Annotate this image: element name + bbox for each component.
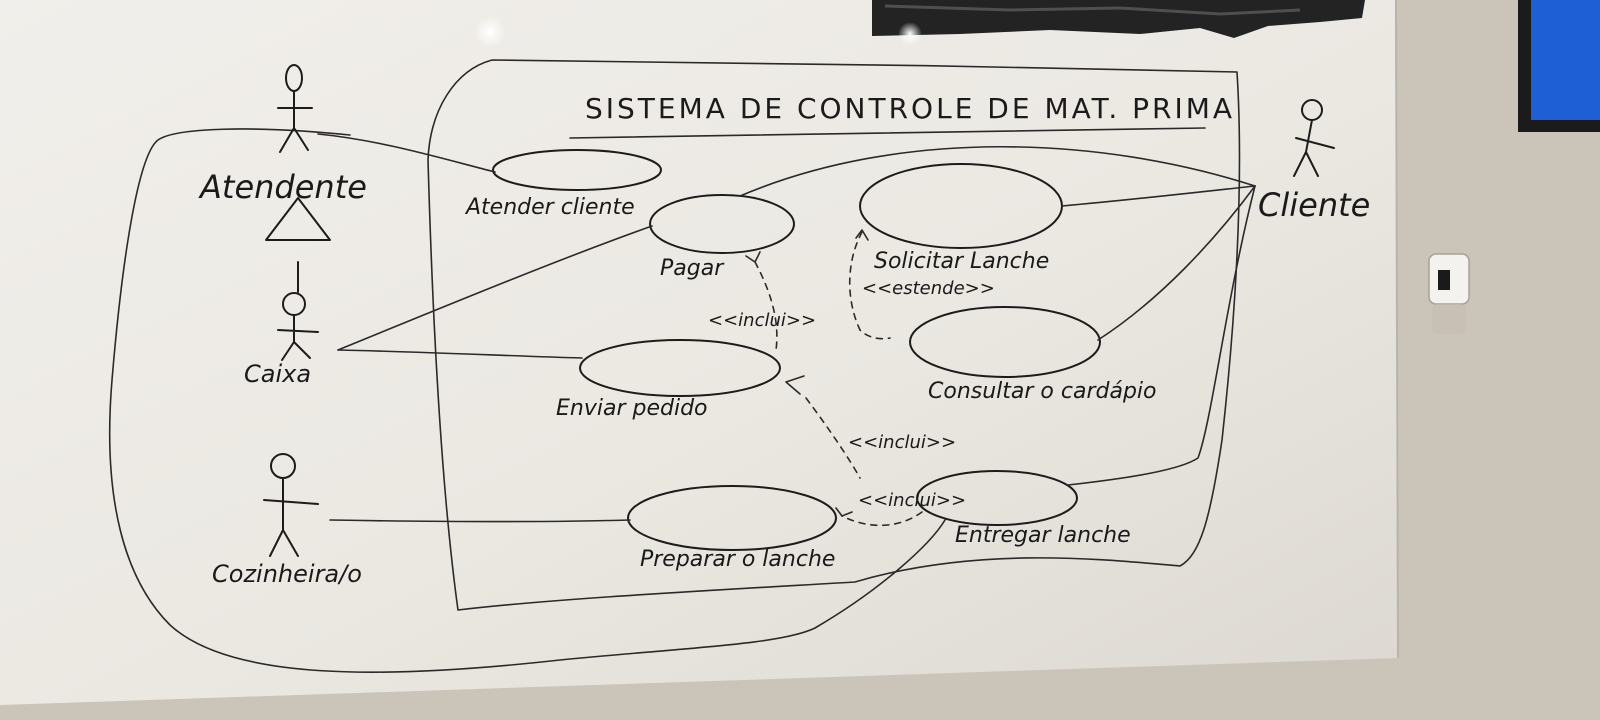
monitor-screen bbox=[1531, 0, 1600, 120]
dependency-inclui-preparar bbox=[841, 511, 923, 527]
actor-caixa: Caixa bbox=[244, 292, 319, 388]
system-title: SISTEMA DE CONTROLE DE MAT. PRIMA bbox=[585, 92, 1235, 125]
title-underline bbox=[569, 127, 1206, 139]
usecase-solicitar-lanche: Solicitar Lanche bbox=[859, 163, 1063, 274]
actor-label-atendente: Atendente bbox=[198, 168, 367, 206]
usecase-label-atender-cliente: Atender cliente bbox=[464, 195, 635, 220]
actor-label-cliente: Cliente bbox=[1258, 186, 1370, 224]
light-glare bbox=[474, 16, 506, 48]
assoc-consultar-cliente bbox=[1097, 185, 1256, 341]
usecase-entregar-lanche: Entregar lanche bbox=[916, 470, 1131, 548]
usecase-label-pagar: Pagar bbox=[660, 256, 725, 281]
actor-label-caixa: Caixa bbox=[244, 360, 311, 388]
actor-label-cozinheira: Cozinheira/o bbox=[212, 560, 362, 588]
relation-label-inclui-2: <<inclui>> bbox=[848, 432, 956, 453]
dependency-arrowhead bbox=[785, 375, 805, 395]
relation-label-estende: <<estende>> bbox=[862, 278, 995, 299]
usecase-label-solicitar-lanche: Solicitar Lanche bbox=[874, 249, 1049, 274]
usecase-label-preparar-lanche: Preparar o lanche bbox=[640, 547, 835, 572]
assoc-entregar-cliente bbox=[1067, 185, 1256, 486]
actor-cozinheira: Cozinheira/o bbox=[212, 453, 362, 588]
light-glare bbox=[898, 22, 922, 46]
relation-label-inclui-3: <<inclui>> bbox=[858, 490, 966, 511]
generalization-arrowhead bbox=[265, 197, 331, 241]
usecase-label-enviar-pedido: Enviar pedido bbox=[556, 396, 708, 421]
usecase-enviar-pedido: Enviar pedido bbox=[556, 339, 781, 421]
usecase-atender-cliente: Atender cliente bbox=[464, 149, 662, 220]
assoc-cozinheira-preparar bbox=[329, 519, 631, 523]
usecase-preparar-lanche: Preparar o lanche bbox=[627, 485, 837, 572]
whiteboard-surface bbox=[0, 0, 1398, 705]
relation-label-inclui-1: <<inclui>> bbox=[708, 310, 816, 331]
smudge-highlight bbox=[884, 4, 1301, 16]
actor-cliente: Cliente bbox=[1258, 99, 1370, 224]
assoc-caixa-pagar bbox=[337, 225, 653, 351]
outer-boundary bbox=[108, 128, 946, 674]
usecase-label-consultar-cardapio: Consultar o cardápio bbox=[928, 379, 1157, 404]
usecase-label-entregar-lanche: Entregar lanche bbox=[955, 523, 1131, 548]
dependency-arrowhead bbox=[745, 251, 761, 263]
usecase-pagar: Pagar bbox=[649, 194, 795, 281]
usecase-consultar-cardapio: Consultar o cardápio bbox=[909, 306, 1157, 404]
dependency-inclui-enviar bbox=[805, 397, 861, 479]
switch-key bbox=[1438, 270, 1450, 290]
dependency-arrowhead bbox=[835, 507, 853, 517]
assoc-caixa-enviar bbox=[337, 349, 583, 359]
switch-shadow bbox=[1432, 304, 1466, 334]
dependency-estende bbox=[848, 231, 891, 340]
assoc-solicitar-cliente bbox=[1061, 185, 1256, 207]
assoc-atendente-atender bbox=[317, 133, 496, 173]
system-boundary bbox=[427, 59, 1241, 611]
dependency-arrowhead bbox=[855, 229, 869, 241]
actor-atendente: Atendente bbox=[198, 64, 367, 206]
board-edge bbox=[1395, 0, 1399, 659]
assoc-pagar-cliente bbox=[739, 145, 1256, 197]
